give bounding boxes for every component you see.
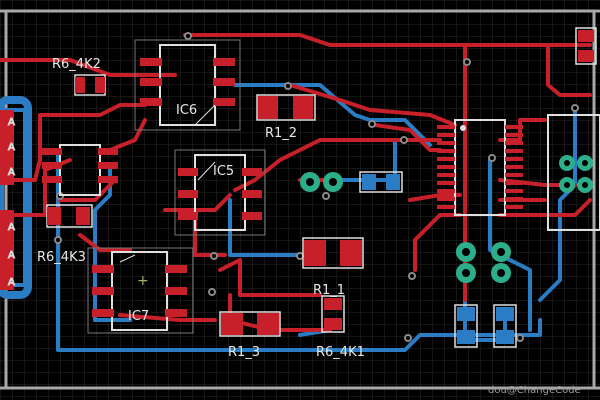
blue-capacitor-lower-left[interactable] xyxy=(454,304,478,348)
ic5-label: IC5 xyxy=(213,164,234,179)
left-soic-chip[interactable] xyxy=(42,144,118,196)
svg-text:A: A xyxy=(8,167,15,178)
bottom-copper-pour-left xyxy=(0,96,32,299)
left-header-marks: A A A A A A xyxy=(8,117,16,289)
through-hole-pads xyxy=(300,155,593,283)
r1-1-resistor[interactable]: R1_1 xyxy=(302,237,364,298)
ic6-component[interactable]: IC6 xyxy=(134,39,241,131)
svg-text:A: A xyxy=(8,222,15,233)
ic7-component[interactable]: + IC7 xyxy=(87,247,194,334)
main-ic-chip[interactable] xyxy=(437,119,523,216)
r6-4k1-label: R6_4K1 xyxy=(316,345,365,360)
r1-1-label: R1_1 xyxy=(313,283,345,298)
board-outline xyxy=(0,9,600,390)
svg-text:A: A xyxy=(8,142,15,153)
ic6-label: IC6 xyxy=(176,103,197,118)
blue-capacitor-lower-right[interactable] xyxy=(493,304,517,348)
r6-4k3-resistor[interactable]: R6_4K3 xyxy=(37,204,93,265)
r1-2-resistor[interactable]: R1_2 xyxy=(256,94,316,141)
usb-connector[interactable] xyxy=(547,27,600,231)
r1-3-label: R1_3 xyxy=(228,345,260,360)
watermark-text: dou@ChangeCode xyxy=(488,385,581,396)
svg-text:A: A xyxy=(8,117,15,128)
svg-text:A: A xyxy=(8,277,15,288)
r1-2-label: R1_2 xyxy=(265,126,297,141)
left-header-pads xyxy=(0,110,14,290)
r6-4k2-resistor[interactable]: R6_4K2 xyxy=(52,57,106,96)
r6-4k2-label: R6_4K2 xyxy=(52,57,101,72)
r6-4k1-resistor[interactable]: R6_4K1 xyxy=(316,295,365,360)
ic7-origin-mark: + xyxy=(137,273,149,289)
r6-4k3-label: R6_4K3 xyxy=(37,250,86,265)
svg-text:A: A xyxy=(8,250,15,261)
ic7-label: IC7 xyxy=(128,309,149,324)
r1-3-resistor[interactable]: R1_3 xyxy=(219,311,281,360)
ic5-component[interactable]: IC5 xyxy=(174,149,266,236)
blue-capacitor-center[interactable] xyxy=(359,171,403,193)
